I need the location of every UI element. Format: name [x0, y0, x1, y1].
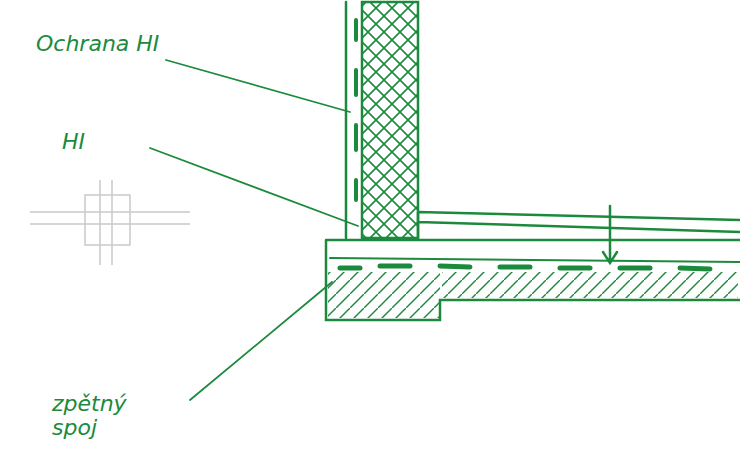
label-text: Ochrana HI	[36, 32, 196, 56]
section-lines	[150, 2, 740, 400]
label-text: HI	[62, 130, 142, 154]
label-text: zpětný spoj	[52, 392, 172, 440]
faint-sketch	[30, 180, 190, 265]
